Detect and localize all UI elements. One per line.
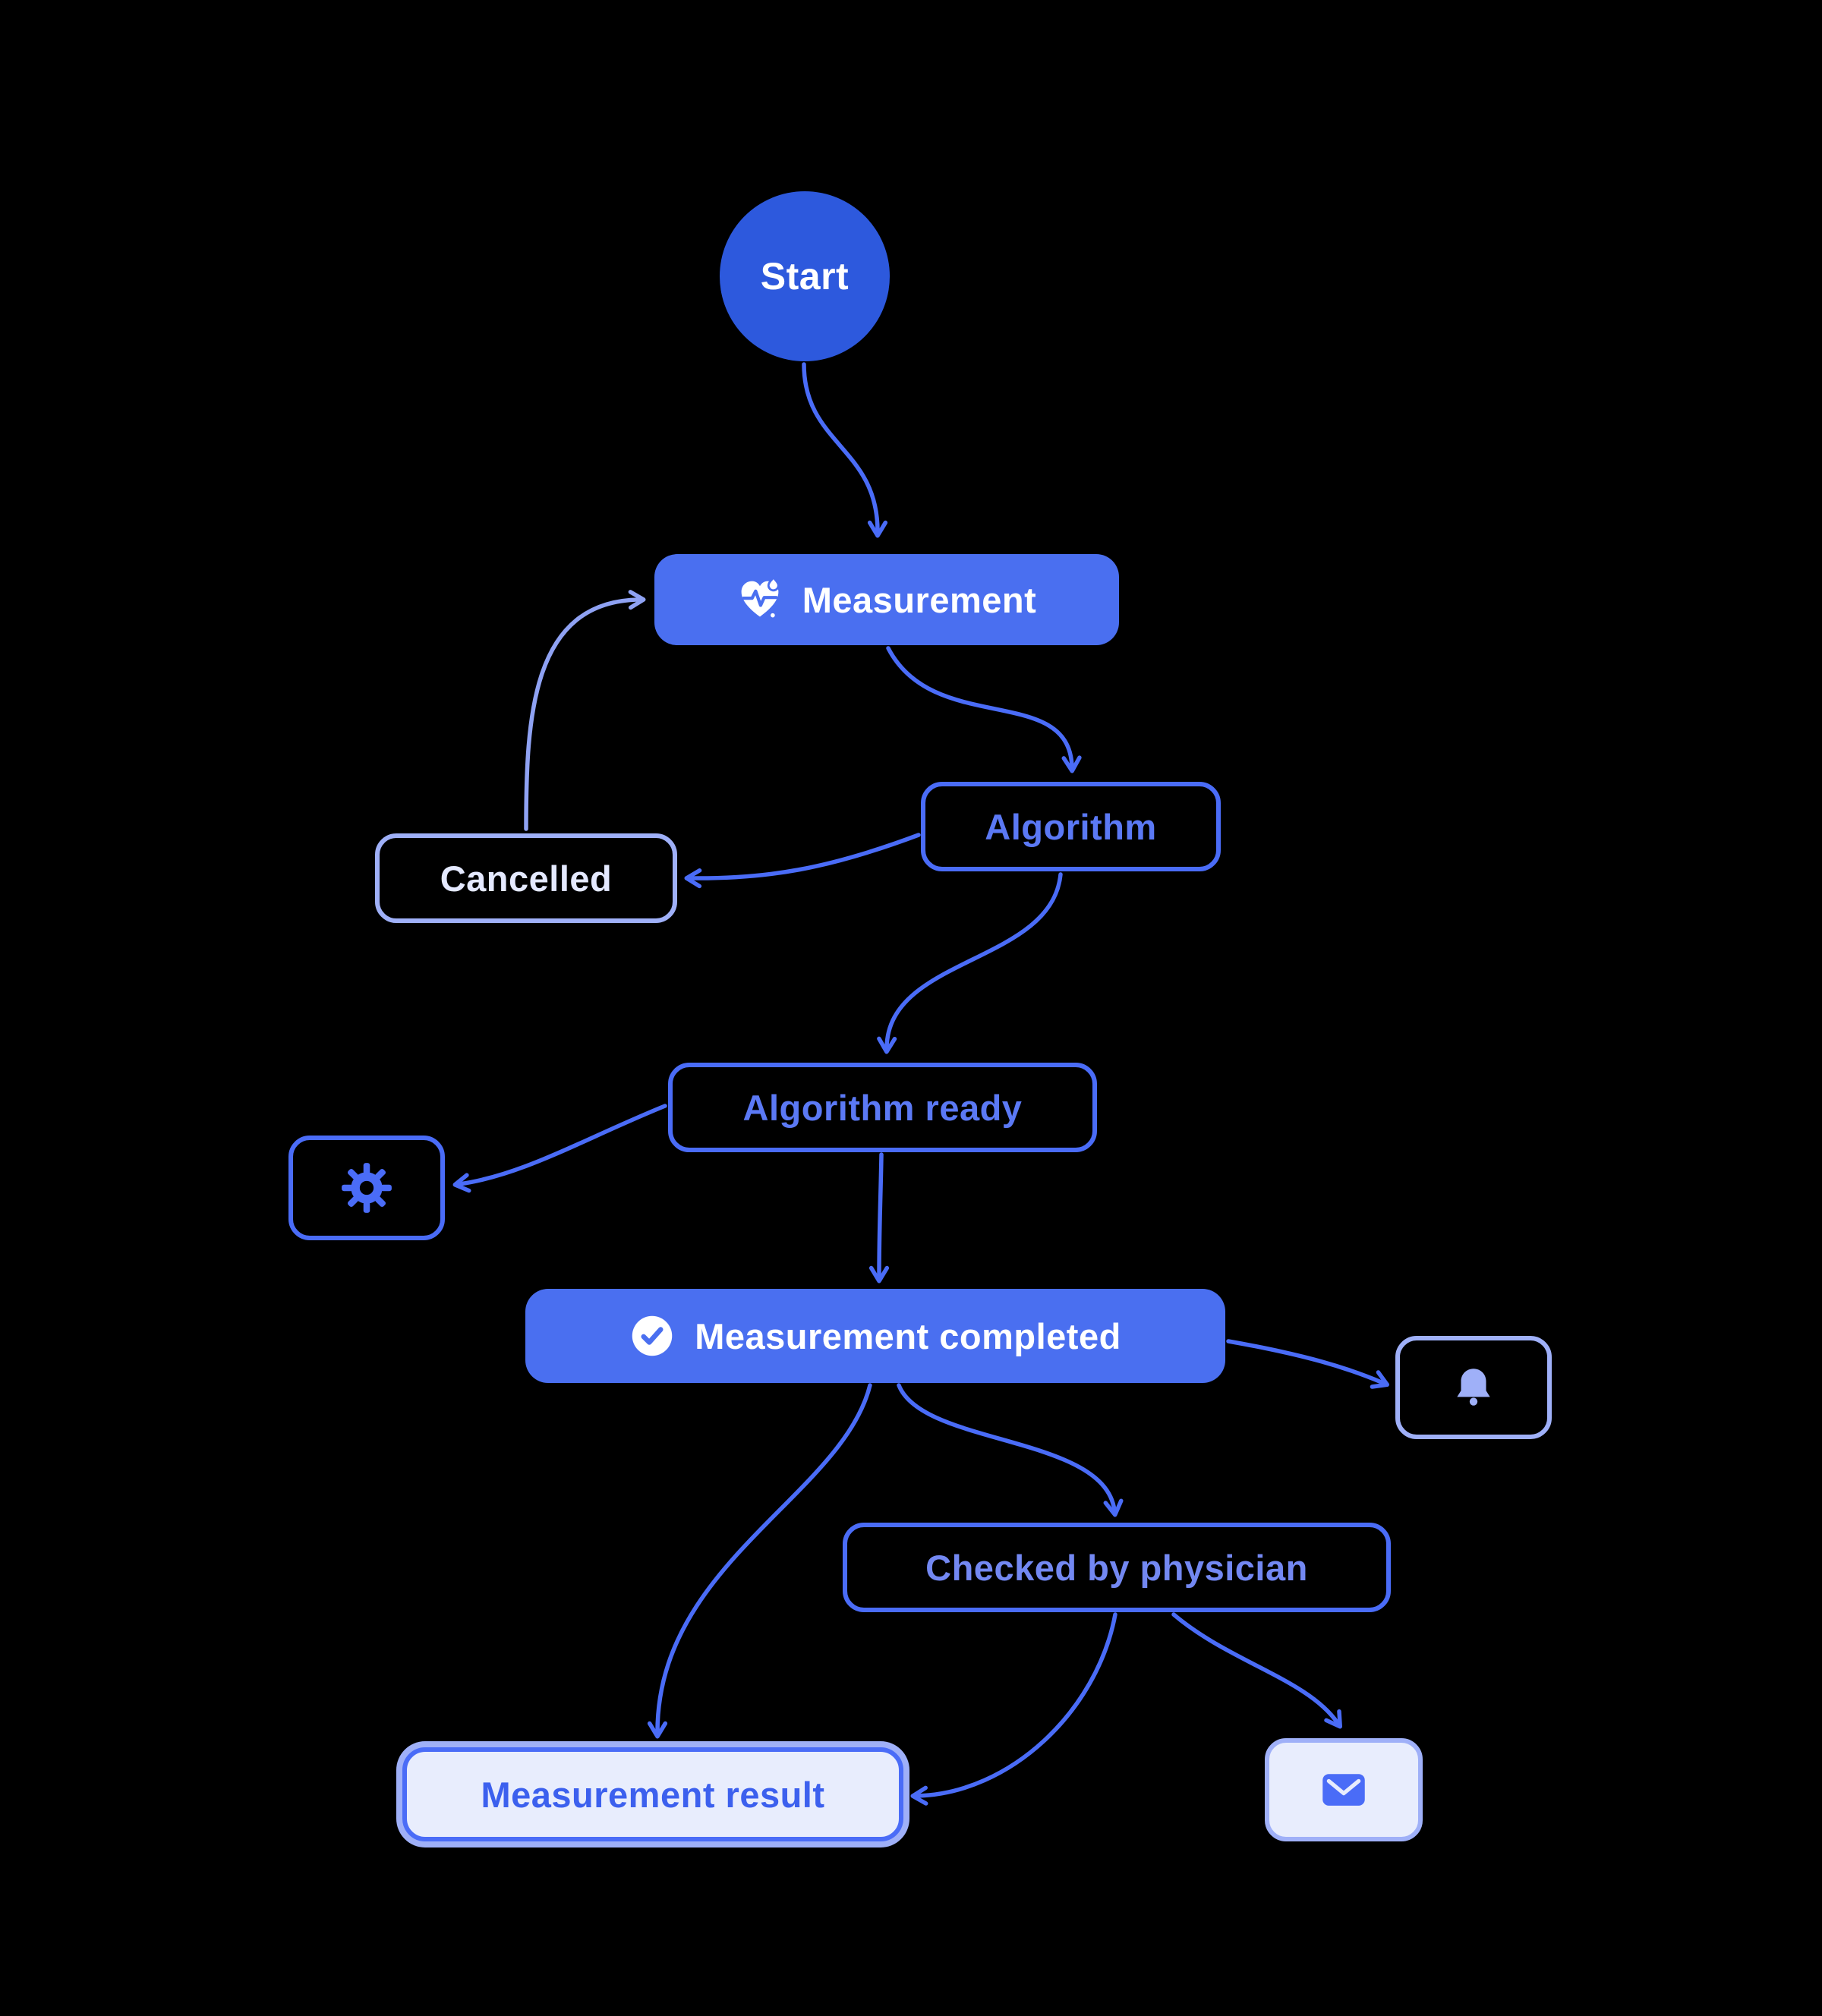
edge-checked-result [910,1612,1117,1806]
edge-measurementcompleted-result [647,1383,872,1739]
algorithm-ready-label: Algorithm ready [742,1087,1023,1128]
edge-measurement-algorithm [886,646,1082,773]
edge-start-measurement [802,362,888,538]
node-measurement-completed[interactable]: Measurement completed [525,1289,1225,1383]
start-label: Start [760,255,850,298]
edge-algorithmready-settings [452,1104,667,1193]
node-settings[interactable] [288,1136,445,1240]
edge-measurementcompleted-notification [1226,1339,1390,1389]
node-measurement[interactable]: Measurement [654,554,1119,645]
node-algorithm[interactable]: Algorithm [921,782,1221,871]
node-algorithm-ready[interactable]: Algorithm ready [668,1063,1097,1152]
cancelled-label: Cancelled [440,858,613,899]
edge-algorithmready-measurementcompleted [868,1152,890,1284]
edge-checked-message [1171,1612,1343,1729]
node-measurement-result[interactable]: Measurement result [402,1747,903,1841]
heart-pulse-icon [741,577,780,620]
edge-measurementcompleted-checked [897,1383,1124,1517]
node-notification[interactable] [1395,1336,1552,1439]
envelope-icon [1322,1774,1365,1806]
node-cancelled[interactable]: Cancelled [375,833,677,923]
edge-algorithm-algorithmready [877,872,1063,1054]
measurement-result-label: Measurement result [481,1774,825,1815]
check-circle-icon [632,1315,673,1356]
checked-by-physician-label: Checked by physician [925,1547,1308,1588]
edge-cancelled-measurement [524,590,646,831]
edge-algorithm-cancelled [684,833,921,889]
measurement-label: Measurement [802,579,1037,620]
node-start[interactable]: Start [720,191,890,361]
measurement-completed-label: Measurement completed [695,1315,1121,1356]
bell-icon [1457,1369,1490,1406]
node-checked-by-physician[interactable]: Checked by physician [843,1523,1391,1612]
algorithm-label: Algorithm [985,806,1157,847]
gear-icon [342,1163,392,1213]
node-message[interactable] [1265,1738,1423,1841]
